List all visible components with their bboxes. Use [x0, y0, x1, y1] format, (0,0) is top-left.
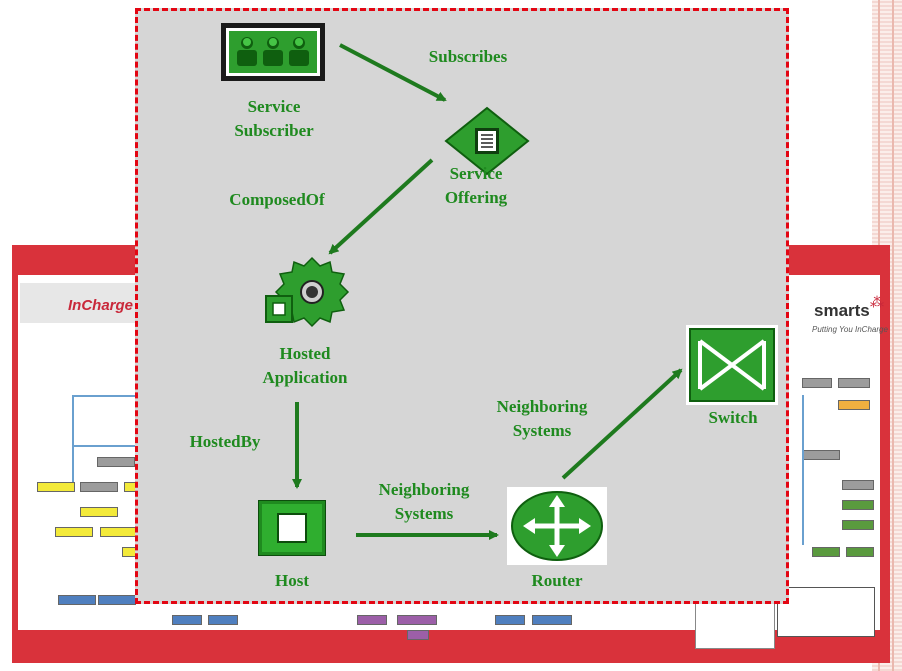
- edge-label-subscribes: Subscribes: [428, 47, 508, 66]
- edge-label-neighboring-host-router: Neighboring Systems: [378, 480, 470, 523]
- diagram-panel: [135, 8, 789, 604]
- router-icon: [507, 487, 607, 565]
- edge-label-neighboring-router-switch: Neighboring Systems: [496, 397, 588, 440]
- poster-legend: [777, 587, 875, 637]
- switch-icon: [686, 325, 778, 405]
- edge-label-hosted-by: HostedBy: [189, 432, 261, 451]
- poster-node: [58, 595, 96, 605]
- node-label-router: Router: [531, 571, 583, 590]
- poster-node: [838, 378, 870, 388]
- poster-node: [802, 450, 840, 460]
- edge-label-composed-of: ComposedOf: [229, 190, 325, 209]
- node-label-hosted-application: Hosted Application: [262, 344, 348, 387]
- poster-line: [72, 395, 142, 397]
- service-offering-icon: [444, 106, 530, 176]
- poster-node: [172, 615, 202, 625]
- incharge-logo: InCharge: [68, 297, 134, 314]
- node-label-service-subscriber: Service Subscriber: [234, 97, 314, 140]
- hosted-application-gear-icon: [265, 256, 350, 328]
- poster-line: [72, 395, 74, 485]
- poster-node: [80, 482, 118, 492]
- smarts-logo: smarts: [814, 301, 870, 320]
- poster-node: [842, 520, 874, 530]
- poster-line: [802, 395, 804, 545]
- poster-node: [846, 547, 874, 557]
- poster-legend-small: [695, 602, 775, 649]
- poster-node: [495, 615, 525, 625]
- node-label-switch: Switch: [708, 408, 758, 427]
- node-label-host: Host: [275, 571, 309, 590]
- smarts-mark-icon: ⁂: [870, 296, 884, 311]
- poster-node: [397, 615, 437, 625]
- poster-node: [100, 527, 138, 537]
- subscriber-group-icon: [221, 23, 325, 81]
- poster-node: [532, 615, 572, 625]
- poster-node: [842, 500, 874, 510]
- poster-node: [812, 547, 840, 557]
- poster-node: [838, 400, 870, 410]
- node-label-service-offering: Service Offering: [444, 164, 508, 207]
- poster-node: [98, 595, 136, 605]
- poster-node: [37, 482, 75, 492]
- host-icon: [258, 500, 326, 556]
- poster-node: [208, 615, 238, 625]
- poster-line: [72, 445, 142, 447]
- stripe-line: [892, 0, 894, 671]
- poster-node: [407, 630, 429, 640]
- poster-node: [80, 507, 118, 517]
- poster-node: [842, 480, 874, 490]
- smarts-tagline: Putting You InCharge: [812, 325, 888, 334]
- poster-logo-box: [20, 283, 140, 323]
- poster-node: [55, 527, 93, 537]
- poster-node: [97, 457, 135, 467]
- poster-node: [357, 615, 387, 625]
- poster-node: [802, 378, 832, 388]
